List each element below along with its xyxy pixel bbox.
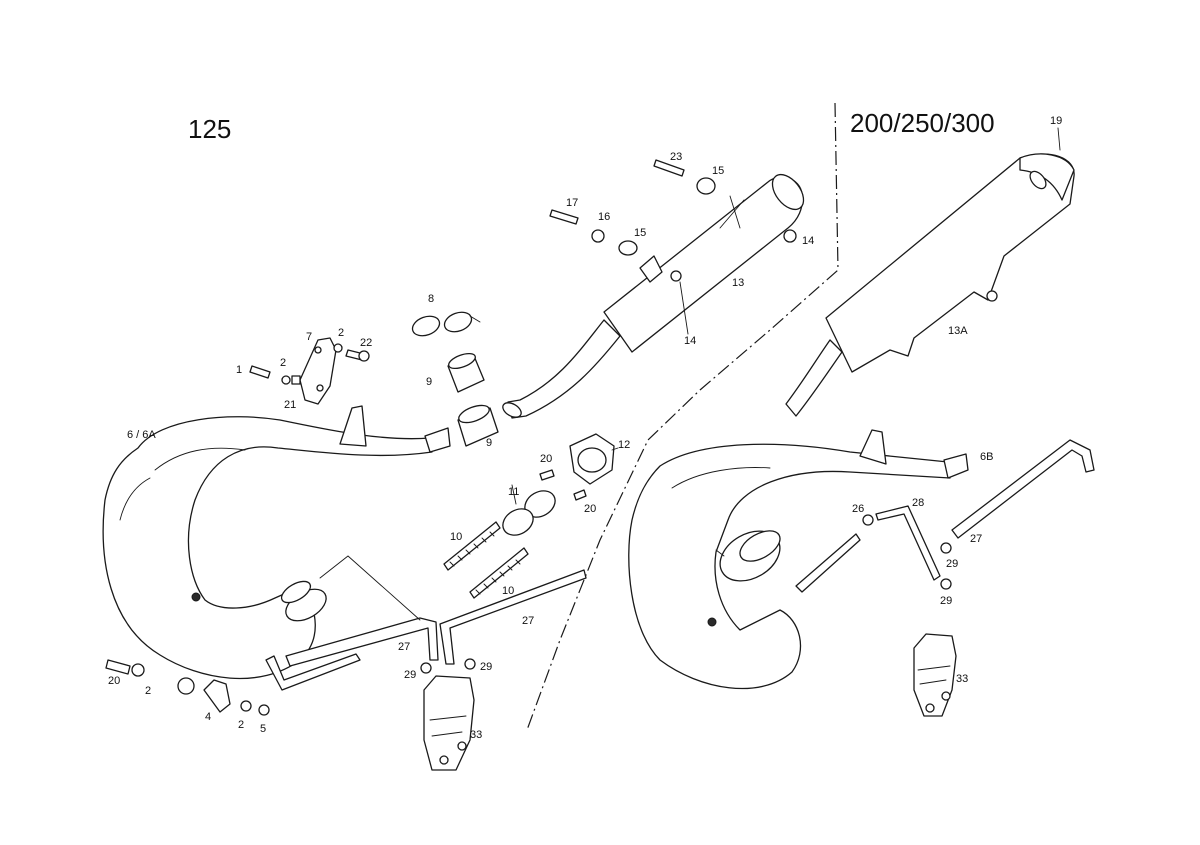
callout-4: 4 (205, 711, 211, 723)
clamp-8 (411, 311, 481, 337)
valve-33-left (423, 675, 475, 771)
callout-11: 11 (508, 486, 519, 498)
bracket-7 (299, 337, 337, 405)
callout-26: 26 (852, 503, 864, 515)
fasteners-upper-left (249, 343, 370, 385)
callout-28: 28 (912, 497, 924, 509)
callout-10: 10 (502, 585, 514, 597)
callout-17: 17 (566, 197, 578, 209)
callout-16: 16 (598, 211, 610, 223)
seal-11-lower (502, 508, 534, 536)
nut-29-left-2 (464, 658, 476, 670)
callout-6-6a: 6 / 6A (127, 429, 156, 441)
callout-33: 33 (470, 729, 482, 741)
callout-2: 2 (238, 719, 244, 731)
callout-7: 7 (306, 331, 312, 343)
muffler-13 (502, 173, 805, 419)
callout-20: 20 (584, 503, 596, 515)
callout-20: 20 (108, 675, 120, 687)
fasteners-lower-left (105, 659, 270, 716)
callout-14: 14 (684, 335, 696, 347)
spring-10-lower (469, 547, 529, 599)
hose-28 (875, 505, 941, 581)
callout-29: 29 (404, 669, 416, 681)
nut-29-right (940, 542, 952, 554)
callout-29: 29 (940, 595, 952, 607)
callout-labels: 1 2 2 2 2 4 5 6 / 6A 6B 7 8 9 9 10 10 11… (108, 115, 1062, 741)
callout-13: 13 (732, 277, 744, 289)
fasteners-muffler (549, 159, 797, 256)
flange-12 (569, 433, 615, 485)
callout-21: 21 (284, 399, 296, 411)
model-heading-125: 125 (188, 114, 231, 144)
callout-6b: 6B (980, 451, 993, 463)
hose-27-right (439, 569, 587, 665)
callout-2: 2 (145, 685, 151, 697)
callout-27: 27 (970, 533, 982, 545)
callout-9: 9 (486, 437, 492, 449)
callout-8: 8 (428, 293, 434, 305)
callout-22: 22 (360, 337, 372, 349)
callout-2: 2 (280, 357, 286, 369)
callout-5: 5 (260, 723, 266, 735)
hose-27-left (265, 653, 361, 691)
callout-15: 15 (712, 165, 724, 177)
callout-33: 33 (956, 673, 968, 685)
spring-10-upper (443, 521, 501, 571)
expansion-chamber-6b (628, 429, 969, 690)
model-heading-200-250-300: 200/250/300 (850, 108, 995, 138)
callout-9: 9 (426, 376, 432, 388)
nut-29-right-2 (940, 578, 952, 590)
nut-29-left (420, 662, 432, 674)
callout-13a: 13A (948, 325, 968, 337)
muffler-13a (785, 153, 1075, 417)
section-divider (526, 102, 839, 731)
callout-27: 27 (398, 641, 410, 653)
callout-23: 23 (670, 151, 682, 163)
callout-15: 15 (634, 227, 646, 239)
callout-29: 29 (480, 661, 492, 673)
callout-12: 12 (618, 439, 630, 451)
callout-14: 14 (802, 235, 814, 247)
leader-lines (511, 127, 1061, 505)
callout-20: 20 (540, 453, 552, 465)
callout-19: 19 (1050, 115, 1062, 127)
callout-29: 29 (946, 558, 958, 570)
fitting-26 (862, 514, 874, 526)
callout-1: 1 (236, 364, 242, 376)
expansion-chamber-6-6a (102, 405, 451, 680)
callout-10: 10 (450, 531, 462, 543)
callout-27: 27 (522, 615, 534, 627)
hose-27-center (285, 617, 439, 667)
valve-33-right (913, 633, 957, 717)
hose-27-right-side (951, 439, 1095, 539)
hose-right-lower (795, 533, 861, 593)
callout-2: 2 (338, 327, 344, 339)
